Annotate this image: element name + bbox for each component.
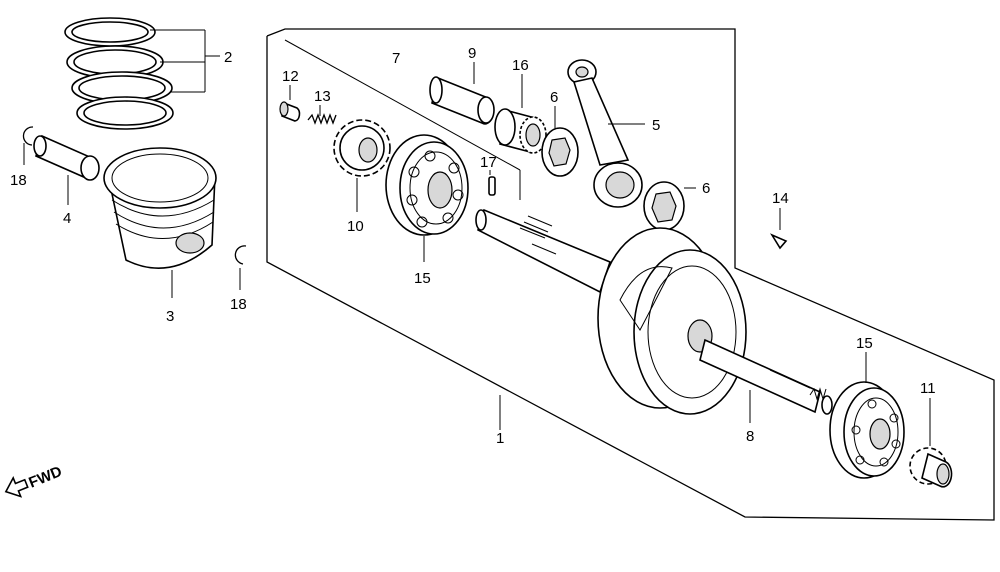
callout-8: 8 [746, 428, 754, 445]
crank-pin [429, 76, 495, 125]
piston-pin-clip [234, 245, 247, 265]
callout-13: 13 [314, 88, 331, 105]
callout-10: 10 [347, 218, 364, 235]
dowel-pin [488, 176, 496, 196]
callout-2: 2 [224, 49, 232, 66]
leader-line [284, 39, 521, 171]
callout-18a: 18 [10, 172, 27, 189]
callout-7: 7 [392, 50, 400, 67]
main-bearing [385, 134, 469, 236]
callout-11: 11 [920, 380, 936, 397]
callout-4: 4 [63, 210, 71, 227]
crankshaft [475, 208, 833, 415]
direction-label: FWD [26, 463, 64, 492]
callout-16: 16 [512, 57, 529, 74]
drive-sprocket [909, 447, 953, 488]
piston-rings [64, 17, 174, 130]
forward-direction-indicator [4, 476, 29, 498]
timing-sprocket [333, 119, 391, 177]
collar [279, 101, 301, 122]
callout-6b: 6 [702, 180, 710, 197]
spring [307, 113, 337, 125]
needle-bearing [494, 108, 547, 154]
callout-15b: 15 [856, 335, 873, 352]
thrust-washer [643, 181, 685, 231]
connecting-rod [567, 59, 643, 208]
woodruff-key [769, 233, 788, 250]
thrust-washer [541, 127, 579, 177]
callout-18b: 18 [230, 296, 247, 313]
piston-pin [33, 134, 100, 181]
callout-5: 5 [652, 117, 660, 134]
callout-15a: 15 [414, 270, 431, 287]
piston-pin-clip [22, 126, 34, 146]
callout-9: 9 [468, 45, 476, 62]
piston [103, 147, 217, 269]
main-bearing [829, 381, 905, 479]
assembly-outline [266, 28, 995, 521]
callout-6a: 6 [550, 89, 558, 106]
callout-12: 12 [282, 68, 299, 85]
callout-17: 17 [480, 154, 497, 171]
callout-1: 1 [496, 430, 504, 447]
callout-3: 3 [166, 308, 174, 325]
callout-14: 14 [772, 190, 789, 207]
